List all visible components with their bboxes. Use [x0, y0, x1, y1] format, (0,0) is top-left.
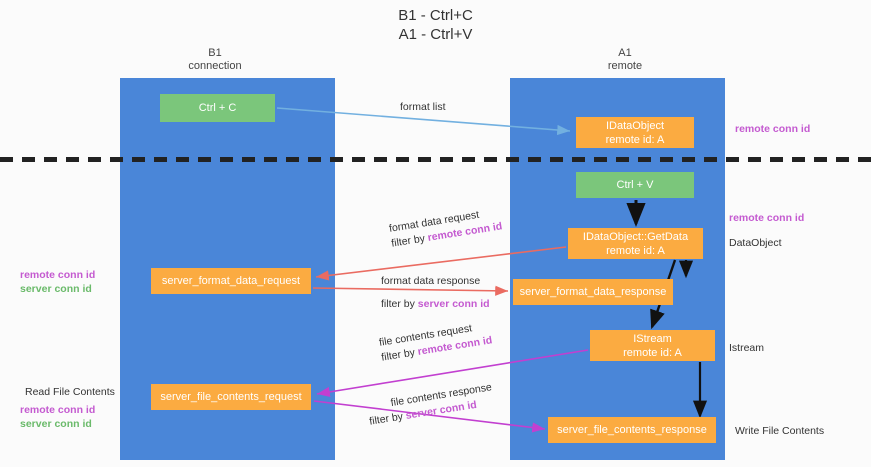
edge-label-format-data-response-text: format data response — [381, 275, 481, 287]
node-idataobject-line1: IDataObject — [605, 119, 665, 132]
annotation-remote-conn-id-mid: remote conn id — [729, 212, 805, 224]
edge-label-format-list-text: format list — [400, 101, 446, 113]
edge-label-format-data-response: format data response filter by server co… — [381, 274, 490, 312]
node-istream-line1: IStream — [633, 332, 672, 345]
diagram-title: B1 - Ctrl+C A1 - Ctrl+V — [0, 6, 871, 44]
node-getdata-line2: remote id: A — [606, 244, 665, 257]
edge-label-file-contents-request: file contents request filter by remote c… — [378, 318, 493, 365]
annotation-read-file-contents: Read File Contents — [25, 386, 115, 398]
node-ctrl-v[interactable]: Ctrl + V — [576, 172, 694, 198]
phase-divider-dashed-line — [0, 157, 871, 162]
edge-label-fdres-filter-prefix: filter by — [381, 298, 418, 310]
title-line-2: A1 - Ctrl+V — [398, 26, 473, 43]
node-idataobject-getdata[interactable]: IDataObject::GetData remote id: A — [568, 228, 703, 259]
node-ctrl-v-label: Ctrl + V — [616, 179, 654, 191]
annotation-left-server-conn-id: server conn id — [20, 283, 92, 295]
node-idataobject-line2: remote id: A — [605, 133, 665, 146]
annotation-remote-conn-id-top: remote conn id — [735, 123, 811, 135]
node-server-format-data-response-label: server_format_data_response — [519, 286, 667, 298]
node-istream-line2: remote id: A — [623, 346, 682, 359]
edge-label-fdres-filter-key: server conn id — [417, 298, 490, 310]
edge-label-fcres-filter-prefix: filter by — [368, 410, 407, 428]
edge-label-format-data-request: format data request filter by remote con… — [388, 204, 503, 251]
node-server-file-contents-request-label: server_file_contents_request — [160, 391, 302, 403]
annotation-left-remote-conn-id-2: remote conn id — [20, 404, 96, 416]
node-server-file-contents-response[interactable]: server_file_contents_response — [548, 417, 716, 443]
column-header-a1: A1 remote — [565, 47, 685, 73]
edge-label-format-list: format list — [400, 100, 446, 115]
column-header-a1-sub: remote — [607, 60, 643, 72]
title-line-1: B1 - Ctrl+C — [398, 7, 473, 24]
node-ctrl-c[interactable]: Ctrl + C — [160, 94, 275, 122]
annotation-left-remote-conn-id: remote conn id — [20, 269, 96, 281]
node-server-format-data-request[interactable]: server_format_data_request — [151, 268, 311, 294]
annotation-write-file-contents: Write File Contents — [735, 425, 825, 437]
edge-label-file-contents-response: file contents response filter by server … — [366, 380, 495, 429]
annotation-istream: Istream — [729, 342, 765, 354]
column-header-a1-name: A1 — [618, 47, 632, 59]
annotation-left-server-conn-id-2: server conn id — [20, 418, 92, 430]
annotation-dataobject: DataObject — [729, 237, 782, 249]
node-ctrl-c-label: Ctrl + C — [198, 102, 237, 114]
node-idataobject[interactable]: IDataObject remote id: A — [576, 117, 694, 148]
node-server-format-data-response[interactable]: server_format_data_response — [513, 279, 673, 305]
column-header-b1-name: B1 — [208, 47, 222, 59]
node-istream[interactable]: IStream remote id: A — [590, 330, 715, 361]
node-server-file-contents-response-label: server_file_contents_response — [557, 424, 707, 436]
node-server-file-contents-request[interactable]: server_file_contents_request — [151, 384, 311, 410]
column-header-b1: B1 connection — [155, 47, 275, 73]
node-getdata-line1: IDataObject::GetData — [582, 230, 689, 243]
column-header-b1-sub: connection — [188, 60, 242, 72]
node-server-format-data-request-label: server_format_data_request — [161, 275, 301, 287]
